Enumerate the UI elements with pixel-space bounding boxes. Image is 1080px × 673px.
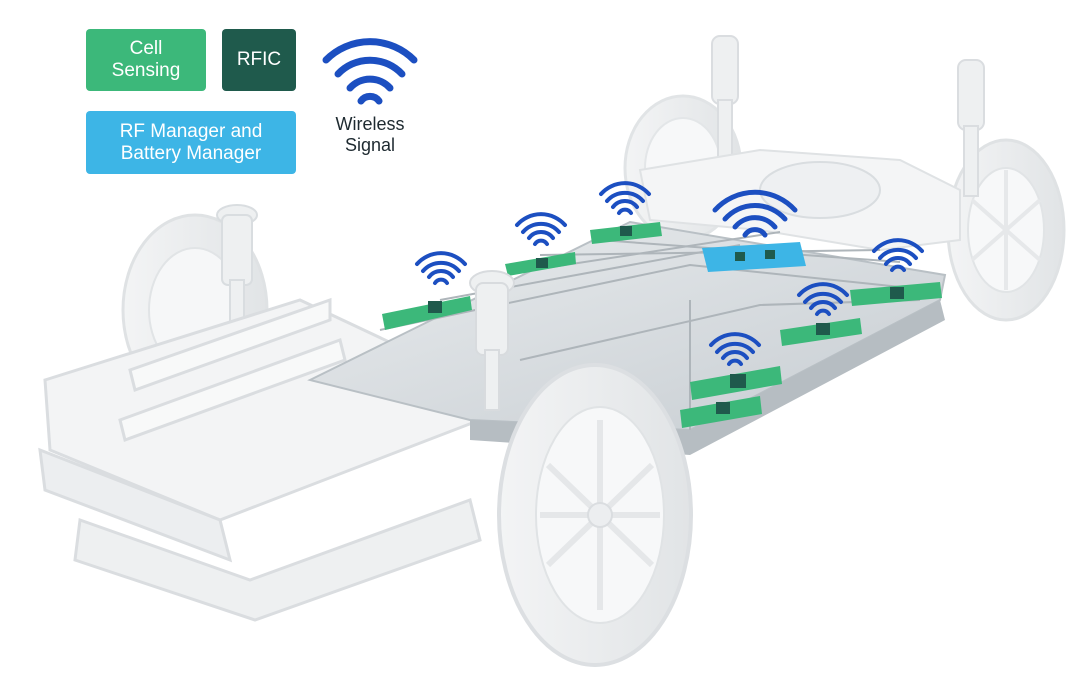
wifi-signal-icon <box>872 238 924 272</box>
wifi-signal-icon <box>322 38 418 105</box>
legend-wireless-signal-label: Wireless Signal <box>335 114 405 155</box>
rear-suspension <box>711 35 985 197</box>
front-right-strut <box>469 270 515 411</box>
legend-rfic: RFIC <box>222 29 296 91</box>
legend-rfic-label: RFIC <box>236 49 282 70</box>
legend-rf-battery-manager-label: RF Manager and Battery Manager <box>119 120 263 164</box>
legend-cell-sensing: Cell Sensing <box>86 29 206 91</box>
legend-cell-sensing-label: Cell Sensing <box>111 38 181 81</box>
chassis-wireless-signals <box>415 181 924 366</box>
wifi-signal-icon <box>415 251 467 285</box>
wifi-signal-icon <box>797 282 849 316</box>
wifi-signal-icon <box>515 212 567 246</box>
legend-rf-battery-manager: RF Manager and Battery Manager <box>86 111 296 174</box>
wifi-signal-icon <box>712 189 798 238</box>
battery-manager-unit <box>702 242 806 272</box>
wifi-signal-icon <box>599 181 651 215</box>
wifi-signal-icon <box>709 332 761 366</box>
front-right-wheel <box>497 363 693 667</box>
